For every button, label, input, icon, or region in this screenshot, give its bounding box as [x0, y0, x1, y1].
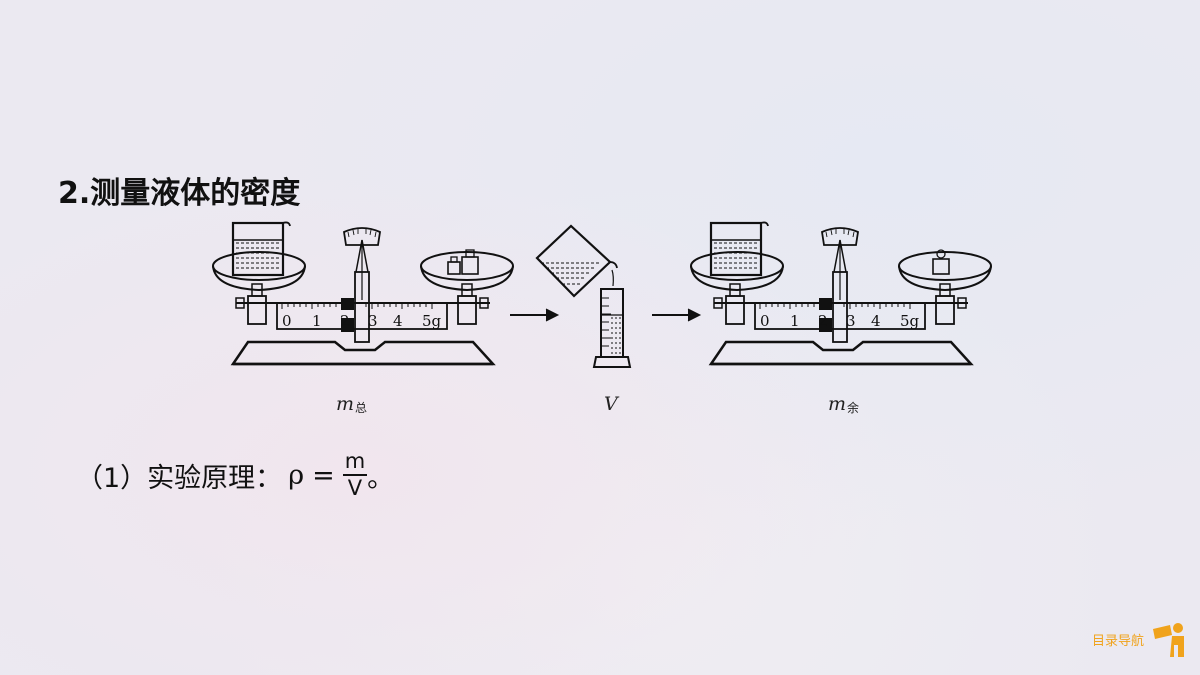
directory-nav-label: 目录导航: [1091, 633, 1144, 649]
rho-symbol: ρ: [288, 459, 305, 491]
equals-sign: =: [312, 459, 335, 491]
scale-tick-1: 1: [790, 312, 800, 330]
label-m-remaining: m余: [828, 393, 860, 415]
experiment-principle: （1）实验原理： ρ = m V 。: [76, 445, 394, 505]
scale-tick-3: 3: [846, 312, 856, 330]
scale-tick-2: 2: [340, 312, 350, 330]
label-m-total: m总: [336, 393, 368, 415]
arrow-1: [510, 308, 560, 322]
density-fraction: m V: [342, 451, 368, 500]
scale-tick-1: 1: [312, 312, 322, 330]
arrow-2: [652, 308, 702, 322]
section-heading: 2.测量液体的密度: [58, 176, 301, 211]
label-volume: V: [604, 393, 618, 415]
scale-tick-0: 0: [760, 312, 770, 330]
scale-tick-0: 0: [282, 312, 292, 330]
balance-total: [211, 221, 515, 366]
scale-tick-4: 4: [393, 312, 403, 330]
principle-suffix: 。: [367, 462, 395, 494]
principle-prefix: （1）实验原理：: [76, 462, 283, 494]
scale-tick-2: 2: [818, 312, 828, 330]
directory-nav-button[interactable]: 目录导航: [1092, 619, 1190, 659]
graduated-cylinder: [592, 288, 632, 368]
fraction-numerator: m: [342, 451, 368, 476]
fraction-denominator: V: [347, 476, 363, 500]
directory-nav-icon: [1153, 623, 1184, 657]
scale-tick-3: 3: [368, 312, 378, 330]
balance-remaining: [689, 221, 993, 366]
pouring-beaker: [535, 224, 618, 298]
scale-tick-4: 4: [871, 312, 881, 330]
scale-tick-5g: 5g: [900, 312, 920, 330]
scale-tick-5g: 5g: [422, 312, 442, 330]
